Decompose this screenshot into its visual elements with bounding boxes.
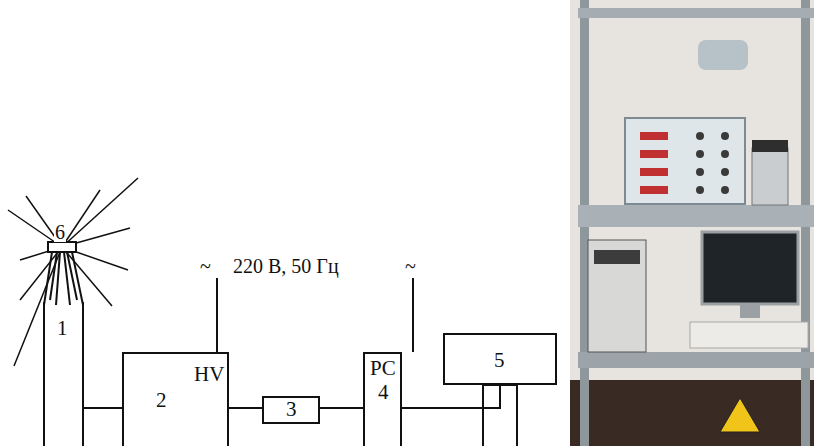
- display: [640, 168, 668, 176]
- ray: [62, 190, 100, 247]
- mains-wire: [412, 278, 414, 352]
- cone-line: [72, 252, 83, 305]
- lab-photo: [570, 0, 814, 446]
- photo-wall: [570, 0, 814, 446]
- knob: [721, 168, 729, 176]
- wire-connector: [402, 385, 500, 408]
- wire-connector: [84, 408, 122, 409]
- callout-number: 2: [156, 390, 167, 411]
- monitor: [702, 232, 798, 304]
- knob: [696, 168, 704, 176]
- wire-line: [84, 407, 122, 409]
- probe: [698, 40, 748, 70]
- callout-number: 6: [54, 222, 66, 242]
- ray: [62, 178, 138, 247]
- callout-number: 1: [57, 318, 68, 339]
- detector-tube: 1: [43, 302, 84, 446]
- wire-line: [320, 407, 363, 409]
- ray: [14, 247, 62, 366]
- instrument-panel: [625, 118, 745, 204]
- knobs: [696, 132, 729, 194]
- cylinder-cap: [752, 140, 788, 152]
- photo-floor: [570, 380, 814, 446]
- knob: [696, 186, 704, 194]
- knob: [721, 150, 729, 158]
- block-label: PC: [370, 358, 396, 379]
- callout-number: 3: [286, 399, 297, 420]
- callout-number: 4: [378, 382, 389, 403]
- mains-label: ~: [404, 256, 417, 276]
- wire-connector: [320, 408, 363, 409]
- wire-line: [229, 407, 262, 409]
- detector-cone: [44, 252, 83, 305]
- block-box: 3: [262, 396, 320, 424]
- wire-line: [402, 385, 500, 408]
- mains-label: ~: [199, 256, 212, 276]
- ray: [62, 247, 112, 306]
- callout-number: 5: [494, 350, 505, 371]
- knob: [721, 132, 729, 140]
- display: [640, 132, 668, 140]
- radiation-sign: [720, 398, 760, 432]
- shelf: [578, 205, 814, 227]
- block-box: 5: [443, 333, 557, 385]
- knob: [696, 132, 704, 140]
- display: [640, 150, 668, 158]
- wire-connector: [229, 408, 262, 409]
- mains-wire: [216, 278, 218, 352]
- drive-bay: [594, 250, 640, 264]
- cone-line: [56, 252, 60, 305]
- knob: [696, 150, 704, 158]
- cone-line: [64, 252, 70, 305]
- monitor-neck: [740, 304, 760, 318]
- knob: [721, 186, 729, 194]
- radiation-rays: [8, 178, 138, 366]
- shelf: [578, 352, 814, 368]
- block-box: PC 4: [363, 352, 402, 446]
- displays: [640, 132, 668, 194]
- pc-tower: [588, 240, 646, 352]
- mains-label: 220 В, 50 Гц: [232, 256, 340, 276]
- source-holder: [48, 242, 76, 252]
- keyboard: [690, 322, 808, 348]
- block-label: HV: [194, 364, 224, 385]
- shelf: [578, 8, 814, 18]
- block-box: HV 2: [122, 352, 229, 446]
- lead-cylinder: [752, 148, 788, 205]
- mains-wires: [217, 278, 413, 352]
- ray: [20, 247, 62, 300]
- display: [640, 186, 668, 194]
